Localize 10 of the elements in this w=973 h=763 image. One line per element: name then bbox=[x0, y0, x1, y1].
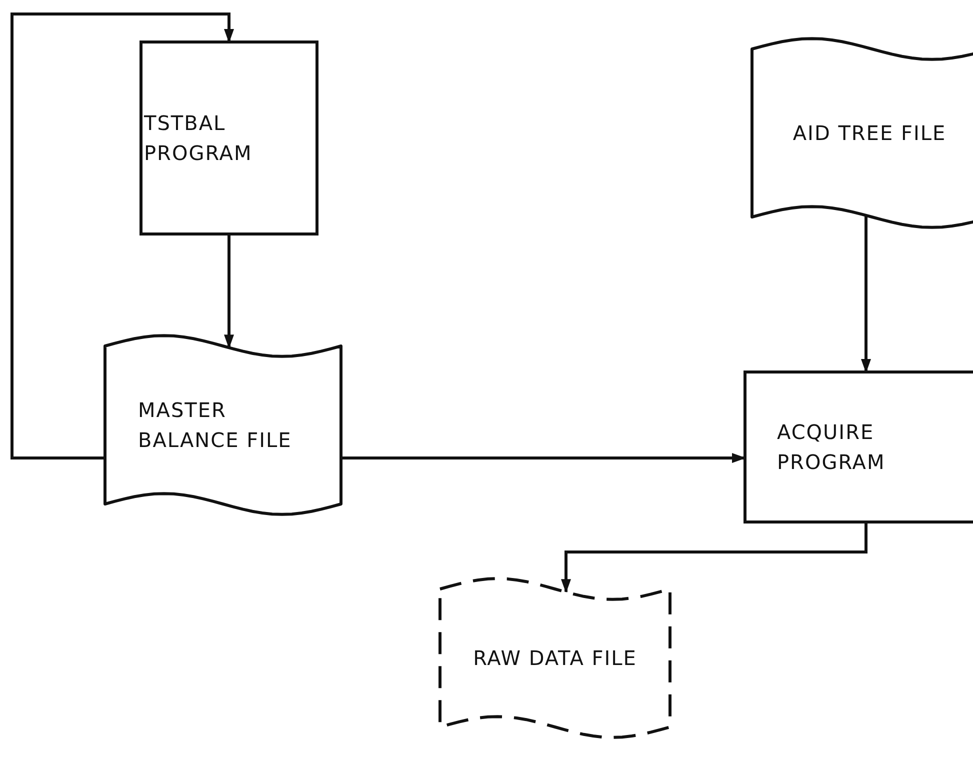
node-label: TSTBAL PROGRAM bbox=[144, 110, 254, 167]
arrow bbox=[561, 522, 868, 594]
node-label: AID TREE FILE bbox=[792, 120, 946, 147]
arrow bbox=[10, 12, 234, 460]
node-label: MASTER BALANCE FILE bbox=[138, 397, 293, 454]
node-label: ACQUIRE PROGRAM bbox=[777, 419, 886, 476]
arrow bbox=[861, 215, 871, 373]
node-label: RAW DATA FILE bbox=[473, 645, 637, 672]
arrow bbox=[341, 453, 746, 463]
arrow bbox=[224, 234, 234, 349]
